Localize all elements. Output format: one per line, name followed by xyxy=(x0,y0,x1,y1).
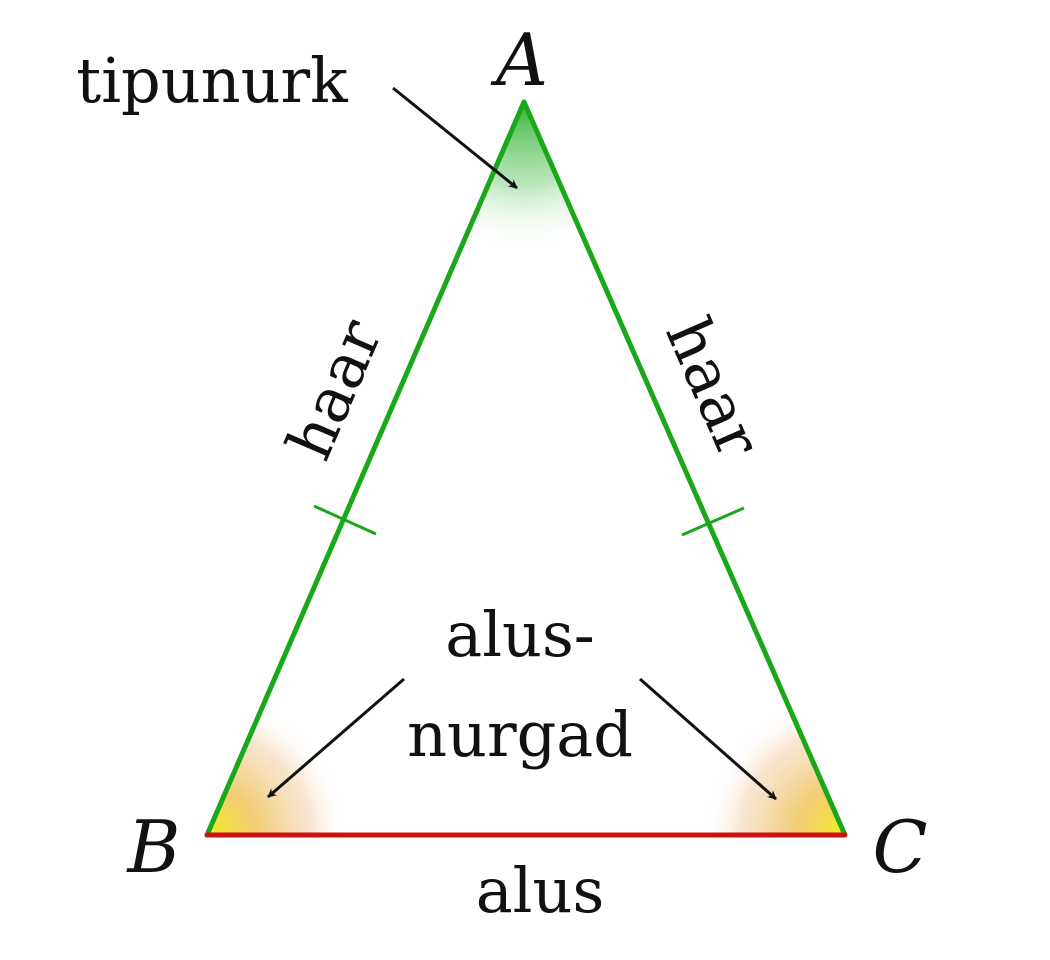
right-leg-label: haar xyxy=(651,307,776,468)
apex-angle-label: tipunurk xyxy=(76,44,348,117)
base-angle-b-fill xyxy=(207,695,347,835)
base-angles-label-line1: alus- xyxy=(445,598,595,671)
apex-angle-arrow xyxy=(392,86,518,190)
base-angles-label-line2: nurgad xyxy=(407,698,633,771)
base-angle-c-arrow xyxy=(639,677,777,801)
left-leg xyxy=(204,99,527,838)
vertex-a-label: A xyxy=(490,18,548,102)
base-angle-c-fill xyxy=(705,695,845,835)
left-leg-tick xyxy=(313,504,377,536)
angle-fills xyxy=(207,102,845,835)
base-angle-b-arrow xyxy=(267,677,405,799)
vertex-b-label: B xyxy=(126,805,181,889)
vertex-c-label: C xyxy=(872,805,927,889)
base-label: alus xyxy=(476,854,605,927)
right-leg-tick xyxy=(681,506,745,537)
right-leg xyxy=(521,99,848,838)
